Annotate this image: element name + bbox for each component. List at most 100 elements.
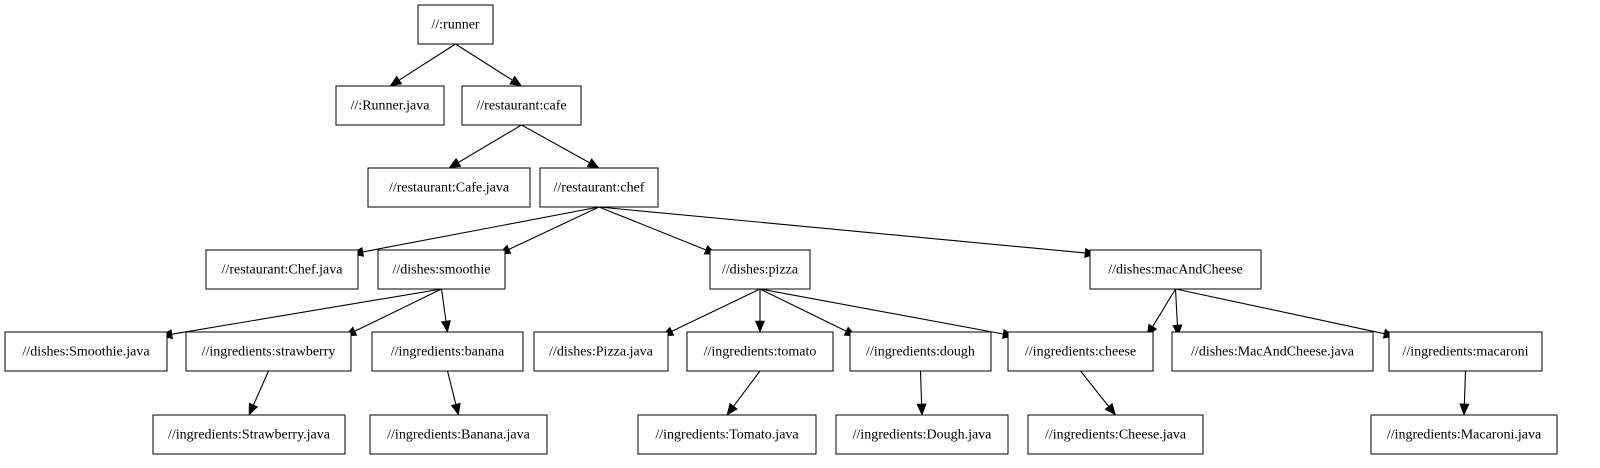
arrowhead-icon (916, 403, 927, 416)
edge-ingredients-tomato-to-ingredients-tomato-java (733, 370, 761, 407)
arrowhead-icon (389, 75, 403, 87)
arrowhead-icon (754, 320, 766, 333)
node-label: //:Runner.java (351, 99, 431, 114)
node-box (369, 414, 548, 455)
node-label: //ingredients:Macaroni.java (1387, 428, 1542, 443)
graph-node-ingredients-tomato[interactable]: //ingredients:tomato (686, 331, 834, 372)
edge-runner-to-runner-java (398, 43, 456, 81)
edge-ingredients-cheese-to-ingredients-cheese-java (1080, 370, 1110, 407)
graph-node-ingredients-strawberry-java[interactable]: //ingredients:Strawberry.java (152, 414, 346, 455)
graph-node-dishes-pizza[interactable]: //dishes:pizza (709, 249, 811, 290)
node-box (539, 167, 659, 208)
node-box (835, 414, 1009, 455)
node-box (371, 331, 524, 372)
node-label: //dishes:Smoothie.java (22, 345, 150, 360)
arrowhead-icon (1104, 403, 1116, 416)
arrowhead-icon (1172, 324, 1183, 337)
node-label: //:runner (431, 18, 480, 33)
node-box (417, 4, 494, 45)
graph-node-dishes-macandcheese-java[interactable]: //dishes:MacAndCheese.java (1171, 331, 1374, 372)
graph-node-ingredients-cheese-java[interactable]: //ingredients:Cheese.java (1027, 414, 1204, 455)
graph-node-dishes-smoothie[interactable]: //dishes:smoothie (377, 249, 506, 290)
edge-runner-to-restaurant-cafe (455, 43, 513, 81)
node-box (1027, 414, 1204, 455)
graph-node-restaurant-chef-java[interactable]: //restaurant:Chef.java (205, 249, 359, 290)
node-label: //dishes:smoothie (393, 263, 491, 278)
node-box (1007, 331, 1154, 372)
edge-restaurant-cafe-to-restaurant-cafe-java (458, 124, 522, 163)
arrowhead-icon (509, 75, 523, 87)
nodes-layer: //:runner //:Runner.java //restaurant:cafe… (4, 4, 1558, 455)
node-box (686, 331, 834, 372)
node-box (4, 331, 168, 372)
node-label: //restaurant:Chef.java (222, 263, 344, 278)
arrowhead-icon (586, 158, 600, 169)
node-label: //restaurant:cafe (476, 99, 566, 114)
node-box (461, 85, 582, 126)
graph-node-ingredients-cheese[interactable]: //ingredients:cheese (1007, 331, 1154, 372)
arrowhead-icon (448, 157, 462, 169)
node-label: //dishes:MacAndCheese.java (1191, 345, 1355, 360)
node-label: //dishes:macAndCheese (1108, 263, 1243, 278)
edge-dishes-pizza-to-dishes-pizza-java (671, 288, 761, 332)
arrowhead-icon (440, 320, 451, 333)
edge-restaurant-chef-to-dishes-smoothie (508, 206, 600, 250)
edge-dishes-pizza-to-ingredients-dough (759, 288, 847, 332)
node-label: //ingredients:tomato (704, 345, 817, 360)
edge-dishes-smoothie-to-dishes-smoothie-java (171, 288, 442, 335)
node-label: //ingredients:Tomato.java (655, 428, 799, 443)
edge-restaurant-chef-to-restaurant-chef-java (362, 206, 600, 253)
node-label: //ingredients:banana (391, 345, 505, 360)
node-label: //ingredients:Cheese.java (1045, 428, 1187, 443)
arrowhead-icon (726, 402, 738, 416)
graph-node-dishes-macandcheese[interactable]: //dishes:macAndCheese (1089, 249, 1262, 290)
node-label: //ingredients:Banana.java (387, 428, 530, 443)
node-label: //ingredients:Strawberry.java (168, 428, 331, 443)
graph-node-ingredients-dough-java[interactable]: //ingredients:Dough.java (835, 414, 1009, 455)
edge-restaurant-chef-to-dishes-pizza (598, 206, 706, 251)
edge-dishes-macandcheese-to-dishes-macandcheese-java (1174, 288, 1178, 326)
graph-node-ingredients-macaroni[interactable]: //ingredients:macaroni (1388, 331, 1543, 372)
edge-dishes-pizza-to-ingredients-cheese (759, 288, 1004, 335)
graph-node-restaurant-chef[interactable]: //restaurant:chef (539, 167, 659, 208)
node-box (849, 331, 992, 372)
graph-node-ingredients-banana-java[interactable]: //ingredients:Banana.java (369, 414, 548, 455)
arrowhead-icon (248, 402, 259, 416)
node-box (205, 249, 359, 290)
node-box (152, 414, 346, 455)
node-label: //ingredients:strawberry (202, 345, 336, 360)
node-label: //ingredients:cheese (1025, 345, 1136, 360)
graph-node-ingredients-banana[interactable]: //ingredients:banana (371, 331, 524, 372)
edge-dishes-macandcheese-to-ingredients-cheese (1152, 288, 1176, 327)
edge-dishes-smoothie-to-ingredients-banana (440, 288, 447, 322)
edge-dishes-macandcheese-to-ingredients-macaroni (1175, 288, 1385, 335)
arrowhead-icon (450, 402, 461, 416)
node-label: //ingredients:Dough.java (853, 428, 993, 443)
node-box (185, 331, 352, 372)
graph-node-runner[interactable]: //:runner (417, 4, 494, 45)
node-box (335, 85, 445, 126)
graph-node-ingredients-macaroni-java[interactable]: //ingredients:Macaroni.java (1370, 414, 1558, 455)
edge-ingredients-strawberry-to-ingredients-strawberry-java (252, 370, 270, 406)
node-box (377, 249, 506, 290)
node-label: //dishes:pizza (722, 263, 799, 278)
arrowhead-icon (1459, 403, 1470, 416)
graph-node-ingredients-dough[interactable]: //ingredients:dough (849, 331, 992, 372)
node-box (533, 331, 669, 372)
graph-node-dishes-pizza-java[interactable]: //dishes:Pizza.java (533, 331, 669, 372)
node-box (367, 167, 531, 208)
node-box (637, 414, 817, 455)
graph-node-restaurant-cafe[interactable]: //restaurant:cafe (461, 85, 582, 126)
node-box (709, 249, 811, 290)
graph-node-runner-java[interactable]: //:Runner.java (335, 85, 445, 126)
graph-node-restaurant-cafe-java[interactable]: //restaurant:Cafe.java (367, 167, 531, 208)
node-box (1089, 249, 1262, 290)
graph-node-dishes-smoothie-java[interactable]: //dishes:Smoothie.java (4, 331, 168, 372)
graph-node-ingredients-strawberry[interactable]: //ingredients:strawberry (185, 331, 352, 372)
node-box (1171, 331, 1374, 372)
graph-node-ingredients-tomato-java[interactable]: //ingredients:Tomato.java (637, 414, 817, 455)
node-label: //ingredients:dough (866, 345, 975, 360)
node-box (1370, 414, 1558, 455)
node-label: //restaurant:Cafe.java (389, 181, 510, 196)
